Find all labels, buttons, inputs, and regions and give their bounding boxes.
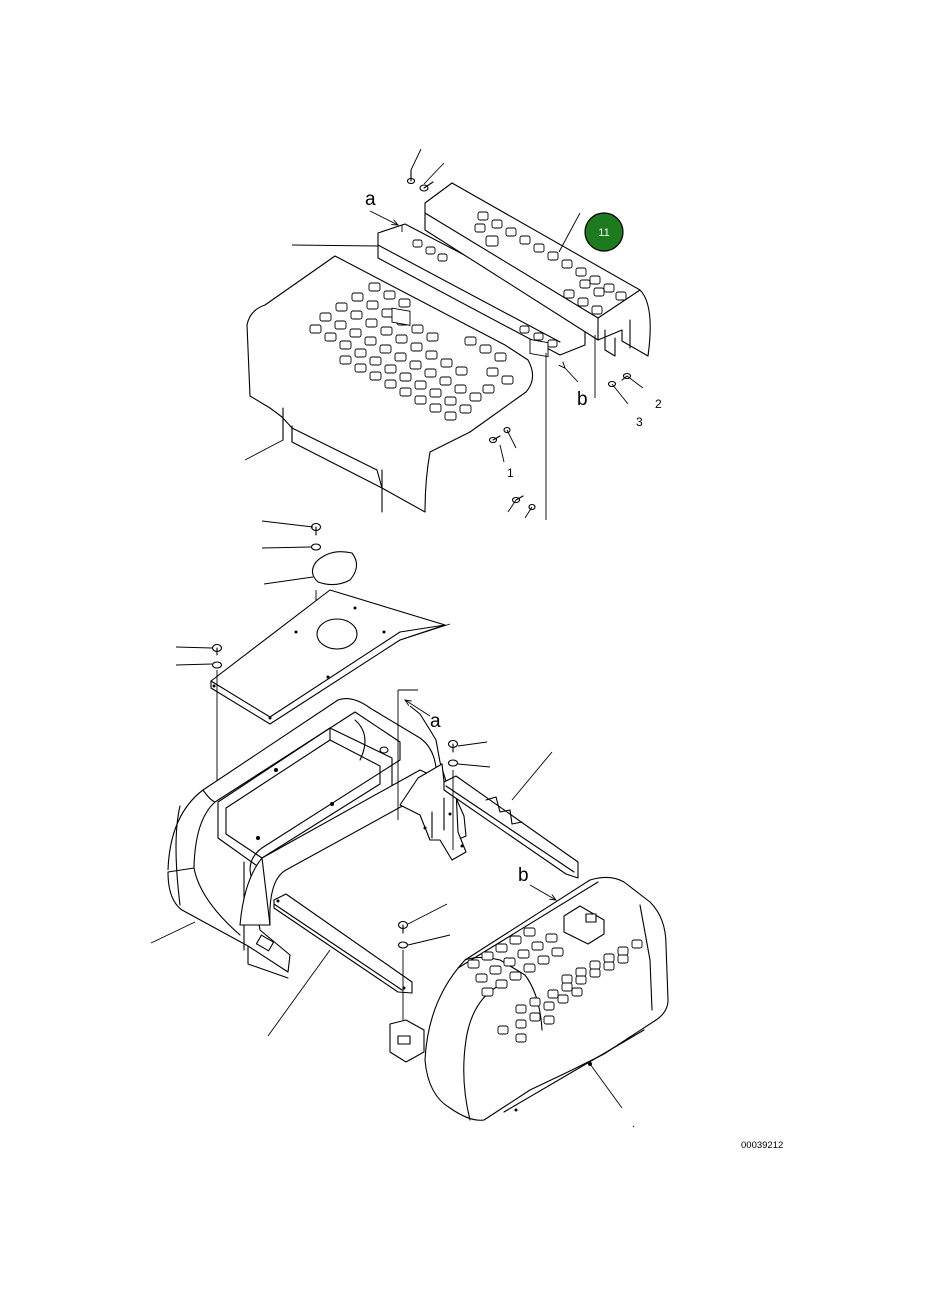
main-frame [167, 698, 467, 979]
bottom-cross-rail [273, 893, 413, 994]
view-label-b-bottom: b [518, 865, 529, 886]
drawing-number: 00039212 [741, 1140, 783, 1151]
access-cover-assembly [175, 520, 451, 808]
partial-number-1: 1 [507, 466, 514, 480]
callout-11[interactable]: 11 [584, 212, 624, 252]
top-leaders [244, 148, 644, 520]
bolt-mid-1 [488, 426, 511, 444]
bottom-bolts [397, 739, 459, 949]
view-label-a-bottom: a [430, 711, 441, 732]
partial-number-2: 2 [655, 397, 662, 411]
bolt-right-1 [607, 372, 632, 388]
bottom-right-cover [389, 876, 669, 1121]
view-label-a-top: a [365, 189, 376, 210]
bolt-top-1 [406, 169, 434, 192]
partial-number-3: 3 [636, 415, 643, 429]
bottom-leaders [150, 689, 635, 1128]
part-11-cover-plate [424, 182, 651, 357]
top-support-bracket [377, 223, 586, 358]
view-label-b-top: b [577, 389, 588, 410]
upper-right-strap [443, 775, 579, 879]
callout-11-label: 11 [598, 227, 609, 239]
